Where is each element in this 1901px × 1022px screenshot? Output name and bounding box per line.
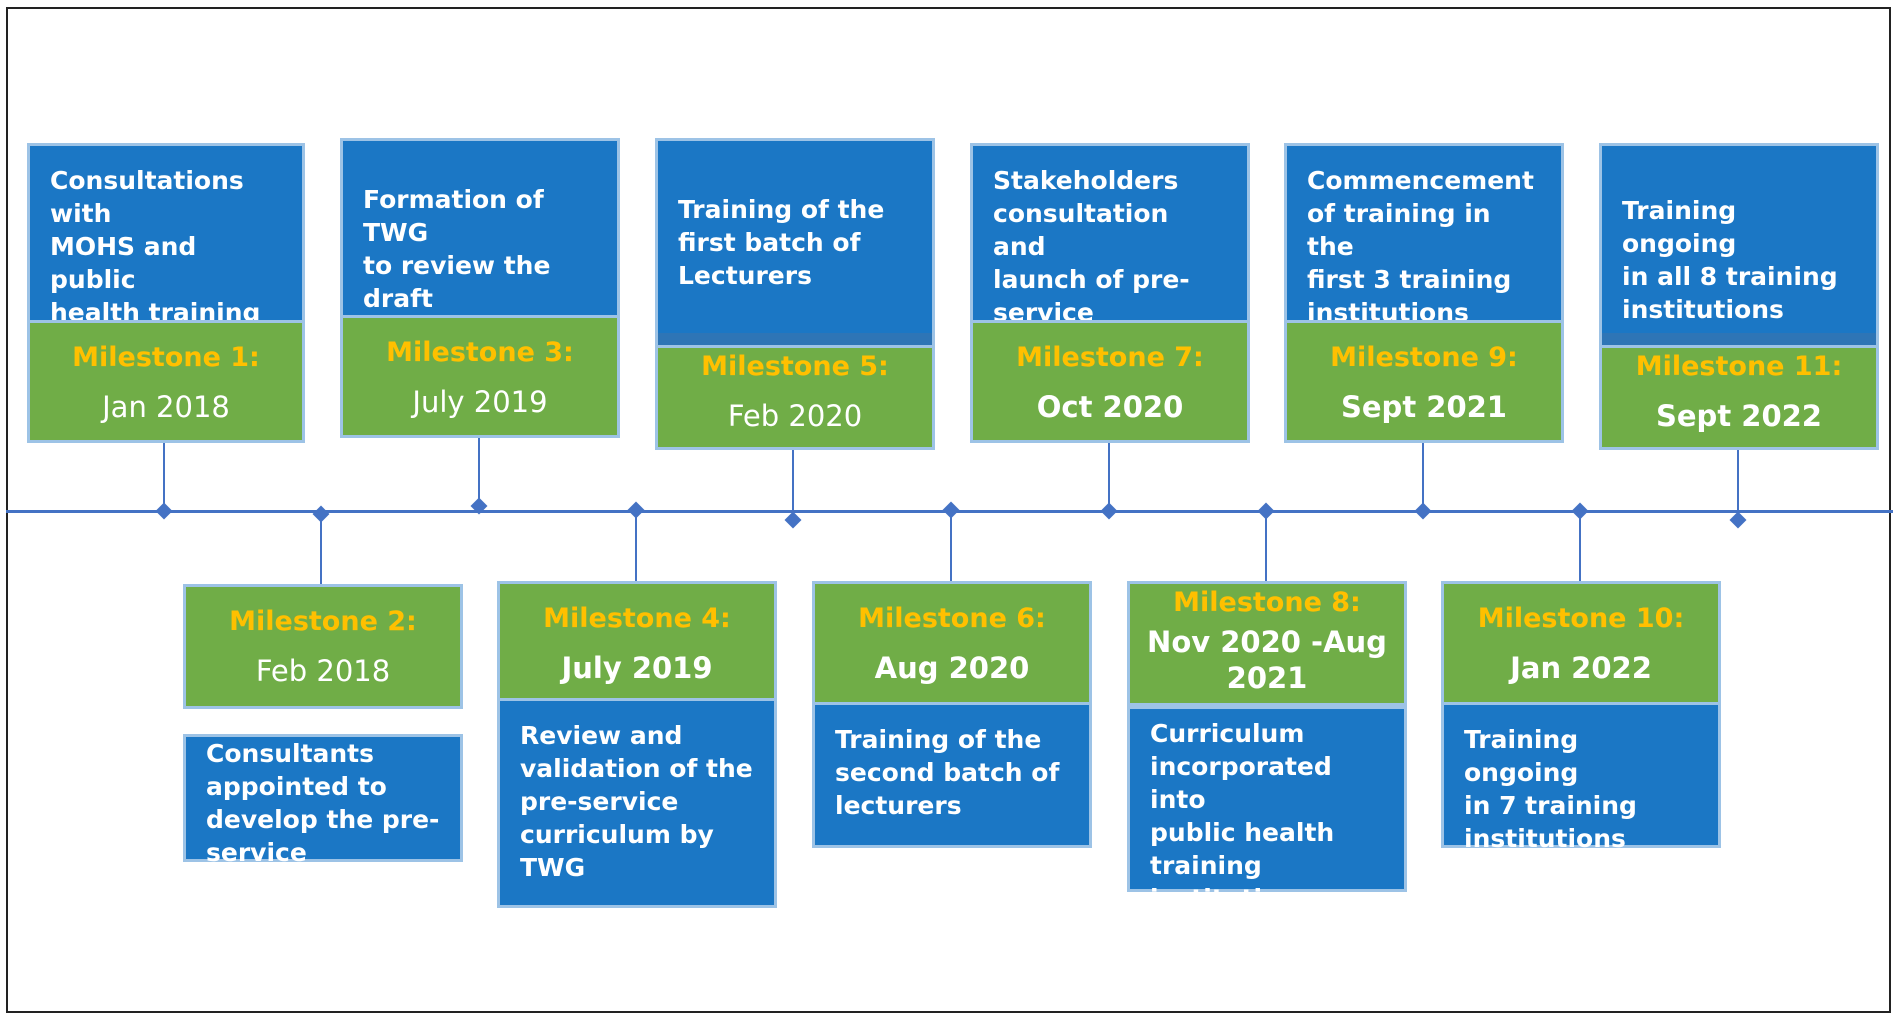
- milestone-10-label: Milestone 10:: [1477, 603, 1685, 634]
- milestone-4-label: Milestone 4:: [543, 603, 731, 634]
- milestone-10-card: Milestone 10: Jan 2022: [1441, 581, 1721, 706]
- milestone-6-date: Aug 2020: [874, 651, 1030, 685]
- milestone-3-card: Milestone 3: July 2019: [340, 315, 620, 438]
- milestone-7-card: Milestone 7: Oct 2020: [970, 320, 1250, 443]
- milestone-8-date: Nov 2020 -Aug 2021: [1147, 625, 1387, 695]
- milestone-1-date: Jan 2018: [102, 390, 230, 424]
- milestone-3-label: Milestone 3:: [386, 337, 574, 368]
- milestone-1-label: Milestone 1:: [72, 342, 260, 373]
- milestone-11-description: Training ongoing in all 8 training insti…: [1599, 143, 1879, 348]
- connector-3: [478, 438, 480, 510]
- milestone-9-label: Milestone 9:: [1330, 342, 1518, 373]
- milestone-2-date: Feb 2018: [255, 654, 391, 688]
- milestone-11-label: Milestone 11:: [1635, 351, 1843, 382]
- milestone-9-description: Commencement of training in the first 3 …: [1284, 143, 1564, 327]
- milestone-10-description: Training ongoing in 7 training instituti…: [1441, 702, 1721, 853]
- milestone-9-date: Sept 2021: [1341, 390, 1507, 424]
- milestone-7-date: Oct 2020: [1036, 390, 1184, 424]
- milestone-8-label: Milestone 8:: [1173, 587, 1361, 618]
- milestone-6-card: Milestone 6: Aug 2020: [812, 581, 1092, 706]
- connector-10: [1579, 513, 1581, 582]
- milestone-4-card: Milestone 4: July 2019: [497, 581, 777, 706]
- connector-2: [320, 513, 322, 585]
- connector-5: [792, 448, 794, 516]
- milestone-8-description: Curriculum incorporated into public heal…: [1127, 706, 1407, 913]
- milestone-4-description: Review and validation of the pre-service…: [497, 698, 777, 908]
- milestone-11-card: Milestone 11: Sept 2022: [1599, 345, 1879, 450]
- milestone-3-description: Formation of TWG to review the draft pre…: [340, 138, 620, 379]
- connector-8: [1265, 513, 1267, 582]
- connector-1: [163, 443, 165, 511]
- milestone-4-date: July 2019: [561, 651, 713, 685]
- milestone-1-card: Milestone 1: Jan 2018: [27, 320, 305, 443]
- milestone-1-description: Consultations with MOHS and public healt…: [27, 143, 305, 360]
- milestone-6-description: Training of the second batch of lecturer…: [812, 702, 1092, 848]
- milestone-7-description: Stakeholders consultation and launch of …: [970, 143, 1250, 360]
- milestone-2-label: Milestone 2:: [229, 606, 417, 637]
- connector-4: [635, 513, 637, 582]
- connector-11: [1737, 448, 1739, 518]
- milestone-11-date: Sept 2022: [1656, 399, 1822, 433]
- milestone-2-card: Milestone 2: Feb 2018: [183, 584, 463, 709]
- milestone-5-date: Feb 2020: [727, 399, 863, 433]
- connector-9: [1422, 441, 1424, 511]
- milestone-10-date: Jan 2022: [1510, 651, 1652, 685]
- milestone-5-description: Training of the first batch of Lecturers: [655, 138, 935, 348]
- connector-7: [1108, 441, 1110, 511]
- milestone-7-label: Milestone 7:: [1016, 342, 1204, 373]
- connector-6: [950, 513, 952, 582]
- milestone-8-card: Milestone 8: Nov 2020 -Aug 2021: [1127, 581, 1407, 706]
- milestone-5-card: Milestone 5: Feb 2020: [655, 345, 935, 450]
- milestone-9-card: Milestone 9: Sept 2021: [1284, 320, 1564, 443]
- milestone-5-label: Milestone 5:: [701, 351, 889, 382]
- milestone-3-date: July 2019: [412, 385, 548, 419]
- milestone-2-description: Consultants appointed to develop the pre…: [183, 734, 463, 900]
- milestone-6-label: Milestone 6:: [858, 603, 1046, 634]
